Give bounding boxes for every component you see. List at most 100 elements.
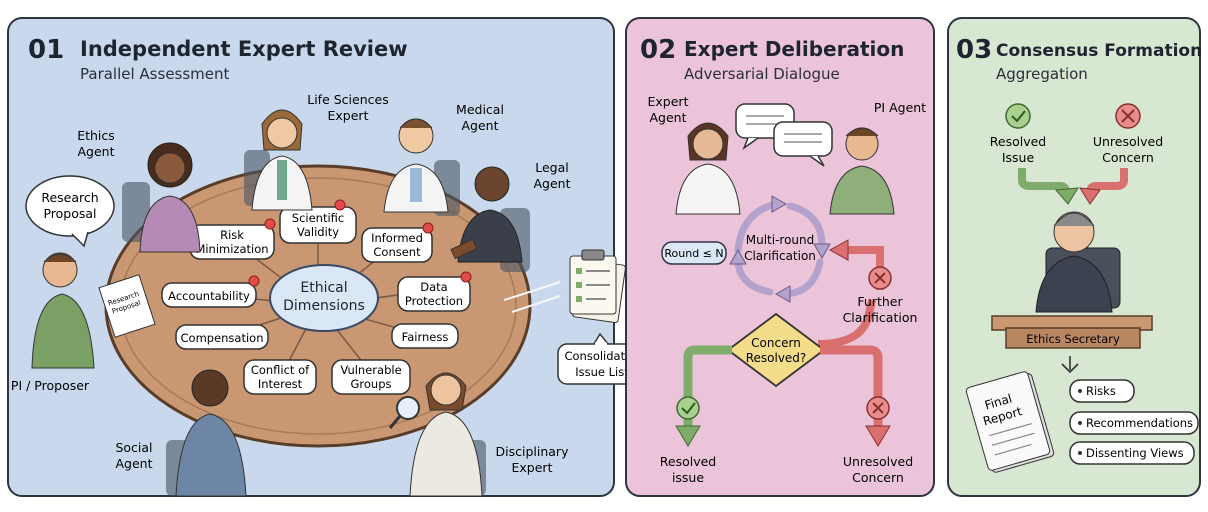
svg-text:Compensation: Compensation: [181, 331, 264, 345]
p3-resolved-label-2: Issue: [1002, 150, 1035, 165]
panel1-title: Independent Expert Review: [80, 37, 408, 61]
pi-agent-figure: [829, 127, 895, 215]
svg-text:Consent: Consent: [373, 245, 421, 259]
svg-text:Minimization: Minimization: [195, 242, 268, 256]
center-line-1: Ethical: [300, 280, 347, 296]
panel3-title: Consensus Formation: [996, 41, 1202, 61]
panel-expert-deliberation: 02 Expert Deliberation Adversarial Dialo…: [625, 17, 935, 497]
dimension-data-protection: Data Protection: [397, 271, 472, 312]
output-risks: Risks: [1069, 379, 1135, 403]
magnifier-icon: [396, 396, 420, 420]
pi-agent-label: PI Agent: [874, 100, 926, 115]
medical-agent-label-1: Medical: [456, 102, 504, 117]
clarification-loop-arrows: [734, 200, 826, 298]
output-recommendations: Recommendations: [1069, 411, 1199, 435]
resolved-label-2: issue: [672, 470, 704, 485]
medical-agent-label-2: Agent: [462, 118, 499, 133]
loop-label-1: Multi-round: [746, 233, 815, 247]
ethical-dimensions-node: [269, 264, 379, 332]
further-label-2: Clarification: [843, 310, 918, 325]
panel3-number: 03: [956, 35, 992, 65]
disciplinary-expert-figure: [388, 372, 486, 497]
svg-text:Validity: Validity: [297, 225, 339, 239]
svg-text:Informed: Informed: [371, 231, 423, 245]
consolidated-issue-list-bubble: Consolidated Issue List: [557, 332, 647, 385]
social-agent-label-2: Agent: [116, 456, 153, 471]
resolved-check-icon: [676, 396, 700, 420]
medical-agent-figure: [383, 118, 460, 216]
svg-text:Dissenting Views: Dissenting Views: [1086, 446, 1184, 460]
resolved-label-1: Resolved: [660, 454, 716, 469]
svg-text:Accountability: Accountability: [168, 289, 250, 303]
p3-resolved-label-1: Resolved: [990, 134, 1046, 149]
ethics-secretary-label: Ethics Secretary: [1026, 332, 1120, 346]
dimension-accountability: Accountability: [161, 275, 260, 308]
unresolved-concern-x-icon: [1115, 103, 1141, 129]
resolved-issue-check-icon: [1005, 103, 1031, 129]
unresolved-label-1: Unresolved: [843, 454, 913, 469]
svg-text:Proposal: Proposal: [43, 206, 96, 221]
svg-text:Scientific: Scientific: [292, 211, 344, 225]
svg-text:Concern: Concern: [751, 336, 801, 350]
svg-text:Round ≤ N: Round ≤ N: [664, 247, 723, 260]
legal-agent-label-2: Agent: [534, 176, 571, 191]
dimension-informed-consent: Informed Consent: [361, 222, 434, 263]
social-agent-figure: [166, 369, 247, 497]
dimension-scientific-validity: Scientific Validity: [279, 199, 357, 244]
expert-agent-figure: [675, 122, 741, 215]
expert-agent-label-2: Agent: [650, 110, 687, 125]
panel2-title: Expert Deliberation: [684, 37, 904, 61]
disciplinary-label-2: Expert: [512, 460, 553, 475]
panel-consensus-formation: 03 Consensus Formation Aggregation Resol…: [947, 17, 1202, 497]
panel3-subtitle: Aggregation: [996, 65, 1088, 83]
social-agent-label-1: Social: [115, 440, 152, 455]
ethics-agent-figure: [122, 142, 201, 253]
dimension-compensation: Compensation: [175, 324, 269, 350]
svg-text:Protection: Protection: [405, 294, 463, 308]
svg-text:Research: Research: [41, 190, 98, 205]
disciplinary-label-1: Disciplinary: [496, 444, 570, 459]
svg-text:Groups: Groups: [350, 377, 391, 391]
dimension-conflict-of-interest: Conflict of Interest: [243, 359, 317, 395]
svg-text:Data: Data: [420, 280, 447, 294]
life-sciences-label-1: Life Sciences: [307, 92, 388, 107]
dimension-vulnerable-groups: Vulnerable Groups: [331, 359, 411, 395]
research-proposal-bubble: Research Proposal: [25, 175, 115, 248]
svg-text:Issue List: Issue List: [575, 365, 629, 379]
clipboard-icon: [569, 249, 626, 324]
down-arrow: [1061, 356, 1079, 374]
unresolved-x-icon: [866, 396, 890, 420]
dimension-fairness: Fairness: [391, 323, 459, 349]
svg-text:Recommendations: Recommendations: [1086, 416, 1193, 430]
center-line-2: Dimensions: [283, 298, 365, 314]
svg-text:Risk: Risk: [220, 228, 244, 242]
panel1-subtitle: Parallel Assessment: [80, 65, 230, 83]
expert-agent-label-1: Expert: [648, 94, 689, 109]
pi-proposer-label: PI / Proposer: [11, 378, 90, 393]
svg-text:Vulnerable: Vulnerable: [340, 363, 401, 377]
svg-text:Resolved?: Resolved?: [746, 351, 807, 365]
svg-text:Conflict of: Conflict of: [251, 363, 310, 377]
dimension-risk-minimization: Risk Minimization: [189, 218, 276, 260]
p3-unresolved-label-1: Unresolved: [1093, 134, 1163, 149]
speech-bubbles-icon: [735, 103, 833, 167]
svg-text:Interest: Interest: [258, 377, 303, 391]
proposal-paper: Research Proposal: [98, 274, 156, 338]
life-sciences-expert-figure: [244, 109, 313, 211]
round-badge: Round ≤ N: [661, 241, 727, 265]
legal-agent-label-1: Legal: [535, 160, 569, 175]
panel2-subtitle: Adversarial Dialogue: [684, 65, 840, 83]
secretary-desk: Ethics Secretary: [991, 315, 1153, 349]
ethics-agent-label-1: Ethics: [77, 128, 115, 143]
legal-agent-figure: [450, 166, 530, 272]
ethics-secretary-figure: [1035, 211, 1121, 313]
ethics-agent-label-2: Agent: [78, 144, 115, 159]
p3-unresolved-label-2: Concern: [1102, 150, 1154, 165]
further-label-1: Further: [857, 294, 903, 309]
pi-proposer-figure: [31, 252, 95, 369]
loop-label-2: Clarification: [744, 249, 816, 263]
svg-text:Fairness: Fairness: [402, 330, 449, 344]
further-clarification-x-icon: [868, 266, 892, 290]
